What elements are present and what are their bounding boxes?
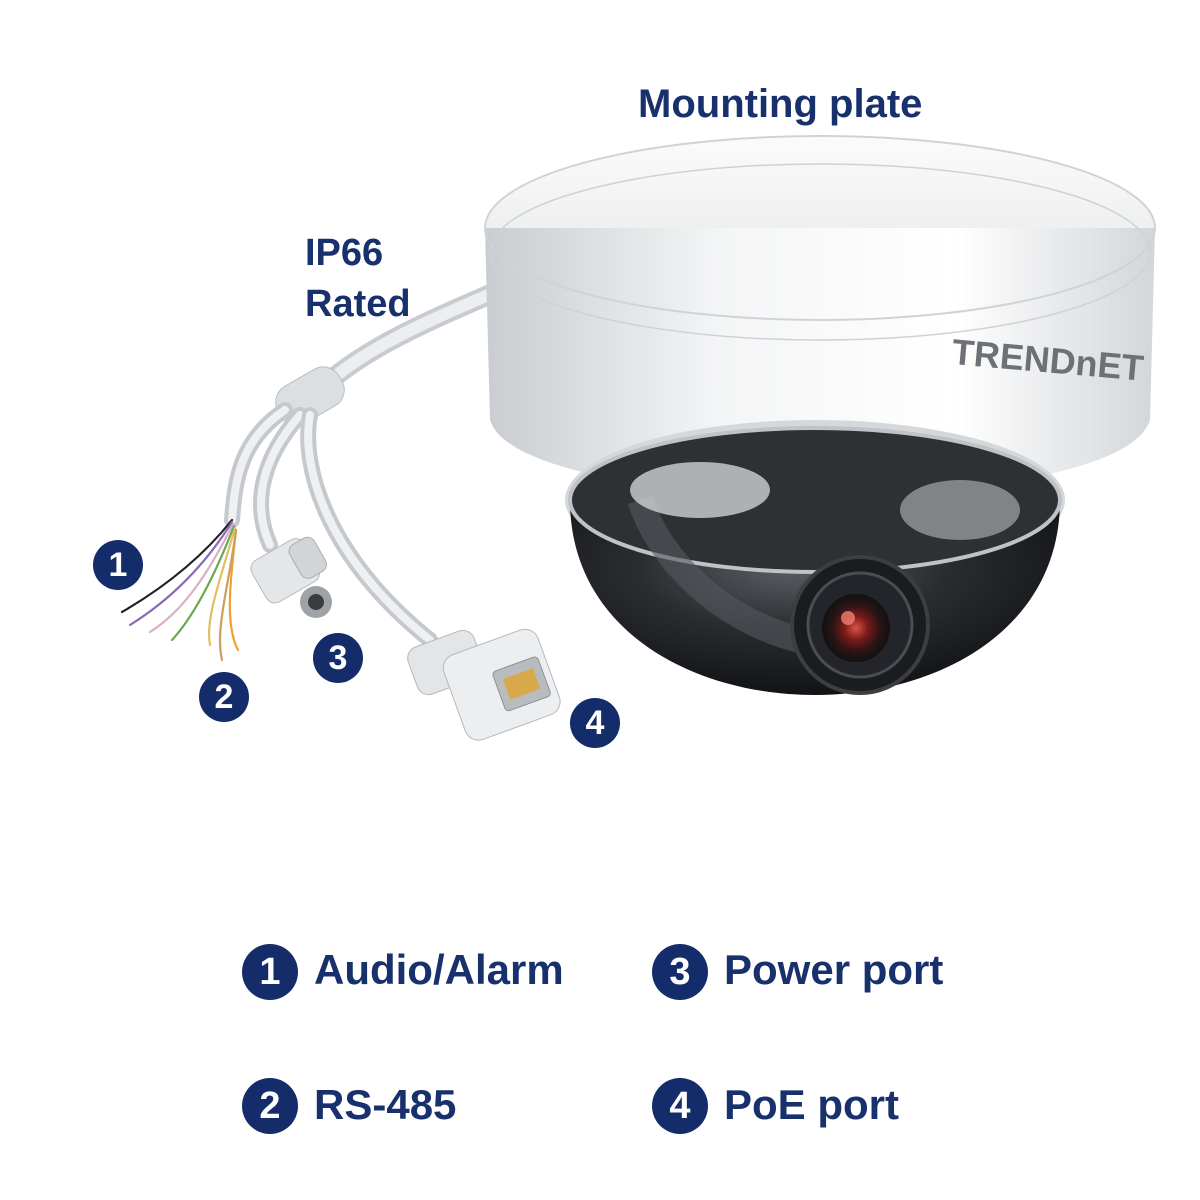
legend-1-label: Audio/Alarm [314,946,564,993]
legend-4-badge: 4 [652,1078,708,1134]
marker-1-badge: 1 [93,540,143,590]
legend-3-label: Power port [724,946,944,993]
legend-4-label: PoE port [724,1081,899,1128]
marker-2-badge: 2 [199,672,249,722]
legend-1-badge: 1 [242,944,298,1000]
marker-4-badge: 4 [570,698,620,748]
marker-3-badge: 3 [313,633,363,683]
legend-3-badge: 3 [652,944,708,1000]
camera-photo: TRENDnET [120,135,1156,741]
legend-2-label: RS-485 [314,1081,457,1128]
ip-rating-label-line1: IP66 [305,232,384,274]
ip-rating-label-line2: Rated [305,283,411,325]
legend-2-badge: 2 [242,1078,298,1134]
mounting-plate-label: Mounting plate [638,82,923,126]
